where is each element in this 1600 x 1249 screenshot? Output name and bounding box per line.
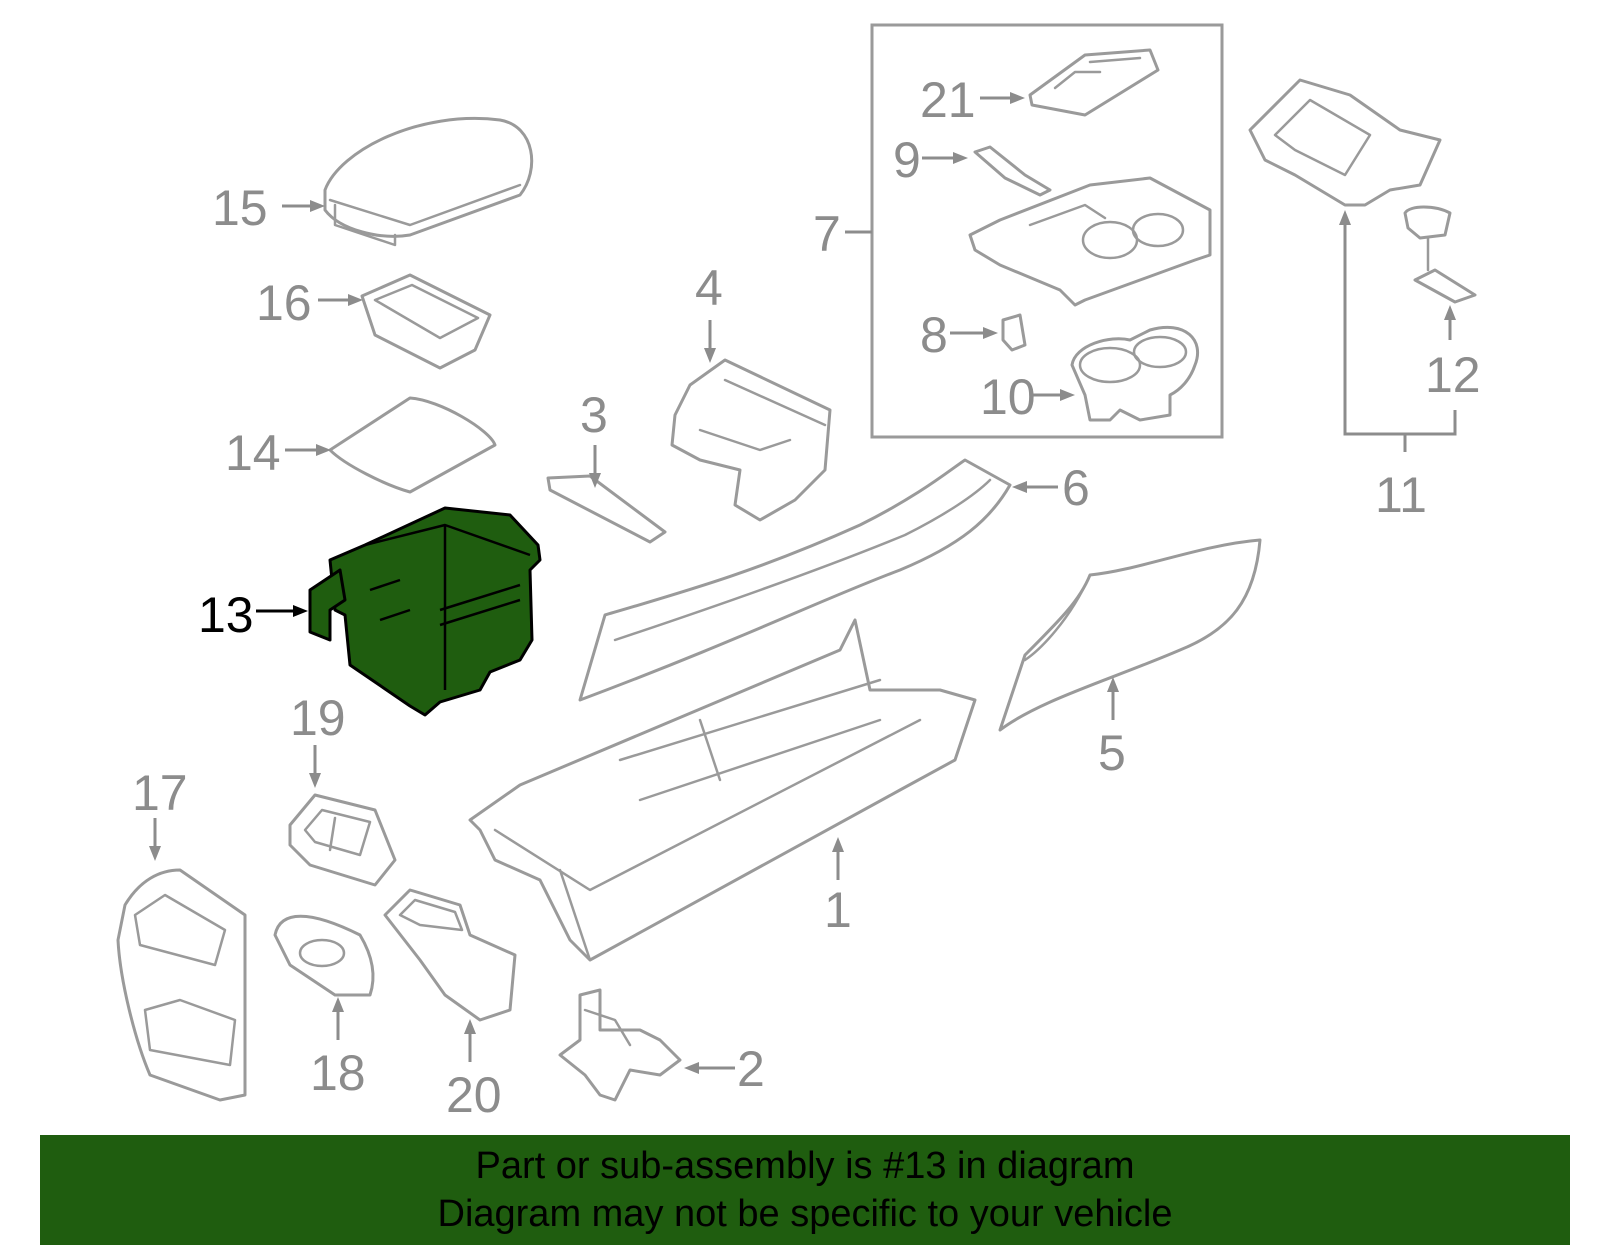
part-12-switch[interactable]: [1403, 205, 1477, 304]
callout-9[interactable]: 9: [893, 132, 921, 188]
part-13-storage-box-highlighted[interactable]: [308, 506, 542, 717]
banner-line-2: Diagram may not be specific to your vehi…: [437, 1193, 1173, 1235]
part-14-mat[interactable]: [328, 396, 497, 494]
callout-14[interactable]: 14: [225, 425, 281, 481]
part-19-vent[interactable]: [288, 793, 397, 887]
part-4-bracket[interactable]: [670, 358, 832, 522]
part-10-cup-holder-insert[interactable]: [1070, 325, 1200, 422]
part-11-shifter-housing[interactable]: [1248, 78, 1442, 207]
part-17-rear-panel[interactable]: [116, 868, 247, 1102]
callout-20[interactable]: 20: [446, 1067, 502, 1123]
callout-19[interactable]: 19: [290, 690, 346, 746]
callout-8[interactable]: 8: [920, 307, 948, 363]
callout-21[interactable]: 21: [920, 72, 976, 128]
callout-16[interactable]: 16: [256, 275, 312, 331]
callout-labels: 15 16 14 13 3 4 6 5 1 2 19 17 18 20 21 9…: [132, 72, 1481, 1123]
part-2-lower-bracket[interactable]: [558, 988, 682, 1102]
callout-1[interactable]: 1: [824, 882, 852, 938]
part-1-console-body[interactable]: [468, 618, 977, 962]
part-20-duct[interactable]: [383, 888, 517, 1022]
callout-5[interactable]: 5: [1098, 725, 1126, 781]
callout-15[interactable]: 15: [212, 180, 268, 236]
callout-18[interactable]: 18: [310, 1045, 366, 1101]
callout-11[interactable]: 11: [1375, 467, 1427, 523]
banner-line-1: Part or sub-assembly is #13 in diagram: [475, 1145, 1135, 1187]
part-18-switch-bezel[interactable]: [273, 914, 375, 997]
part-16-storage-tray[interactable]: [360, 273, 492, 370]
callout-10[interactable]: 10: [980, 369, 1036, 425]
part-6-top-trim[interactable]: [578, 458, 1012, 702]
part-5-side-panel[interactable]: [998, 538, 1262, 732]
callout-12[interactable]: 12: [1425, 347, 1481, 403]
callout-4[interactable]: 4: [695, 260, 723, 316]
info-banner: Part or sub-assembly is #13 in diagram D…: [40, 1135, 1570, 1245]
callout-17[interactable]: 17: [132, 765, 188, 821]
callout-3[interactable]: 3: [580, 387, 608, 443]
leader-lines: [149, 92, 1457, 1074]
part-9-trim-strip[interactable]: [973, 145, 1052, 197]
callout-6[interactable]: 6: [1062, 460, 1090, 516]
callout-7[interactable]: 7: [813, 206, 841, 262]
part-15-armrest-lid[interactable]: [323, 117, 534, 247]
callout-13[interactable]: 13: [198, 587, 254, 643]
part-8-clip[interactable]: [1001, 313, 1027, 352]
part-21-trim-cover[interactable]: [1028, 48, 1160, 117]
part-7-shifter-console[interactable]: [968, 176, 1212, 307]
callout-2[interactable]: 2: [737, 1041, 765, 1097]
part-3-bracket-strip[interactable]: [546, 474, 667, 544]
